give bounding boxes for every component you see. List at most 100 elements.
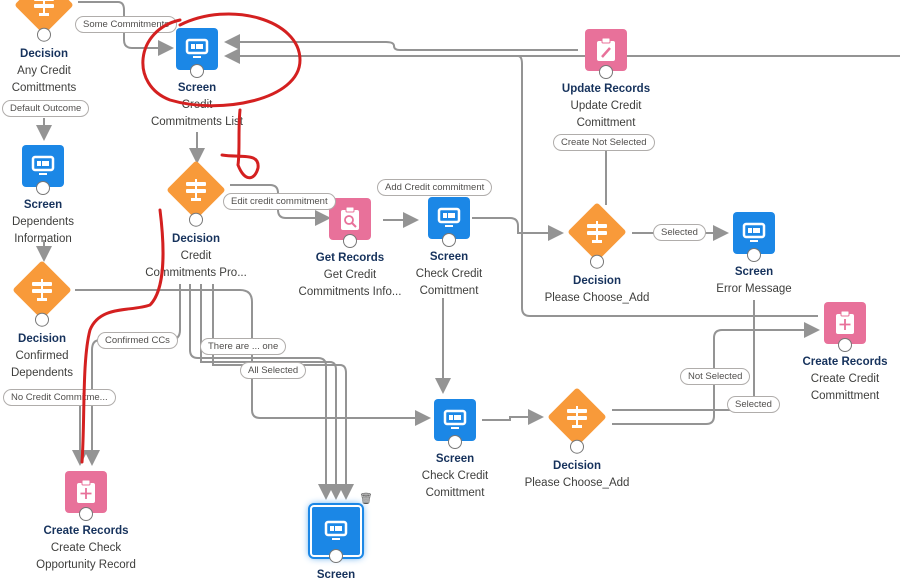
node-label: Commitments Pro... (145, 267, 247, 279)
create-records-icon[interactable] (824, 302, 866, 352)
node-type: Decision (553, 460, 601, 472)
connector-label[interactable]: Confirmed CCs (97, 332, 178, 349)
connector-label[interactable]: Create Not Selected (553, 134, 655, 151)
node-label: Committment (810, 390, 880, 402)
node-label: Credit (181, 99, 213, 111)
node-label: Information (14, 233, 72, 245)
connector-port[interactable] (567, 436, 587, 457)
update-records-icon[interactable] (585, 29, 627, 79)
connector-port[interactable] (186, 209, 206, 230)
node-label: Commitments Info... (298, 286, 402, 298)
node-type: Decision (172, 233, 220, 245)
create-records-icon[interactable] (65, 471, 107, 521)
node-type: Decision (20, 48, 68, 60)
node-type: Get Records (315, 252, 385, 264)
node-type: Create Records (43, 525, 129, 537)
decision-icon[interactable] (14, 0, 74, 45)
connector-label[interactable]: There are ... one (200, 338, 287, 355)
connector (224, 34, 578, 51)
connector (472, 217, 564, 241)
connector-label[interactable]: Add Credit commitment (377, 179, 493, 196)
trash-icon[interactable]: 🗑 (359, 493, 373, 505)
node-label: Please Choose_Add (544, 292, 650, 304)
connector-label[interactable]: Selected (727, 396, 780, 413)
decision-icon[interactable] (567, 202, 627, 272)
connector (482, 409, 544, 425)
node-label: Comittment (425, 487, 485, 499)
screen-icon[interactable] (22, 145, 64, 195)
connector-port[interactable] (442, 233, 456, 247)
node-label: Error Message (716, 283, 792, 295)
node-type: Decision (573, 275, 621, 287)
node-label: Create Check (50, 542, 122, 554)
connector-port[interactable] (838, 338, 852, 352)
connector-port[interactable] (587, 251, 607, 272)
connector-port[interactable] (747, 248, 761, 262)
node-type: Screen (734, 266, 774, 278)
connector-label[interactable]: No Credit Commitme... (3, 389, 116, 406)
flow-node-screen-selected[interactable]: Screen (256, 505, 416, 584)
node-label: Comittments (11, 82, 77, 94)
connector-port[interactable] (79, 507, 93, 521)
node-type: Update Records (561, 83, 651, 95)
connector-port[interactable] (36, 181, 50, 195)
node-label: Check Credit (415, 268, 483, 280)
connector-label[interactable]: Default Outcome (2, 100, 90, 117)
node-type: Screen (435, 453, 475, 465)
connector (200, 284, 344, 500)
node-label: Opportunity Record (36, 559, 136, 571)
node-type: Screen (429, 251, 469, 263)
connector-port[interactable] (32, 309, 52, 330)
node-label: Create Credit (810, 373, 880, 385)
connector-port[interactable] (599, 65, 613, 79)
connector-label[interactable]: Not Selected (680, 368, 751, 385)
node-type: Screen (177, 82, 217, 94)
screen-icon[interactable] (310, 505, 362, 563)
connector-label[interactable]: All Selected (240, 362, 307, 379)
node-label: Comittment (419, 285, 479, 297)
connector-port[interactable] (329, 549, 343, 563)
connector-port[interactable] (343, 234, 357, 248)
node-label: Check Credit (421, 470, 489, 482)
node-label: Dependents (10, 367, 74, 379)
decision-icon[interactable] (12, 260, 72, 330)
connector-port[interactable] (448, 435, 462, 449)
screen-icon[interactable] (428, 197, 470, 247)
node-label: Confirmed (15, 350, 69, 362)
connector (212, 284, 354, 500)
node-label: Credit (180, 250, 212, 262)
node-type: Create Records (802, 356, 888, 368)
node-label: Commitments List (150, 116, 244, 128)
node-type: Screen (23, 199, 63, 211)
get-records-icon[interactable] (329, 198, 371, 248)
connector-port[interactable] (190, 64, 204, 78)
connector-label[interactable]: Some Commitments (75, 16, 178, 33)
connector-port[interactable] (34, 24, 54, 45)
decision-icon[interactable] (166, 160, 226, 230)
connector-label[interactable]: Edit credit commitment (223, 193, 336, 210)
decision-icon[interactable] (547, 387, 607, 457)
screen-icon[interactable] (733, 212, 775, 262)
node-label: Please Choose_Add (524, 477, 630, 489)
connector-label[interactable]: Selected (653, 224, 706, 241)
node-label: Update Credit (570, 100, 642, 112)
screen-icon[interactable] (434, 399, 476, 449)
connector (189, 284, 334, 500)
screen-icon[interactable] (176, 28, 218, 78)
node-label: Dependents (11, 216, 75, 228)
